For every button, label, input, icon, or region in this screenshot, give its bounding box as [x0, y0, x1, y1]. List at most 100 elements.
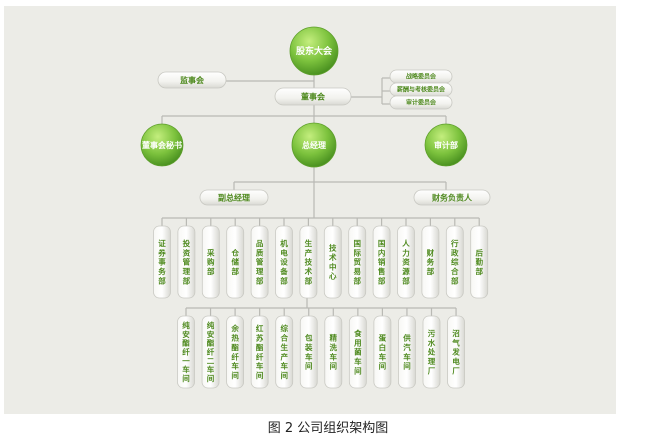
- label-char: 政: [451, 247, 459, 257]
- workshop-box: 精洗车间: [324, 315, 343, 389]
- node-board-of-directors-label: 董事会: [301, 91, 325, 101]
- workshop-box: 综合生产车间: [275, 315, 294, 389]
- workshop-box: 蛋白车间: [373, 315, 392, 389]
- label-char: 纯: [182, 320, 190, 330]
- label-char: 际: [353, 248, 361, 257]
- label-char: 厂: [452, 366, 460, 375]
- label-char: 资: [183, 247, 191, 257]
- label-char: 车: [182, 364, 190, 374]
- department-box: 行政综合部: [445, 225, 464, 299]
- label-char: 生: [305, 238, 313, 248]
- label-char: 间: [231, 370, 239, 380]
- label-char: 券: [157, 247, 166, 257]
- label-char: 污: [428, 328, 436, 338]
- workshop-box-label: 蛋白车间: [379, 334, 387, 371]
- label-char: 事: [158, 257, 166, 267]
- workshop-box: 供汽车间: [398, 315, 416, 389]
- department-box-shape: [421, 225, 440, 299]
- department-box-shape: [372, 225, 391, 299]
- label-char: 装: [304, 342, 313, 352]
- department-box-shape: [348, 225, 367, 299]
- workshop-box: 污水处理厂: [422, 315, 441, 389]
- label-char: 内: [378, 247, 386, 257]
- label-char: 贸: [353, 257, 361, 267]
- workshop-box-shape: [398, 315, 416, 389]
- node-supervisory-board: 监事会: [157, 71, 227, 89]
- label-char: 白: [379, 342, 387, 352]
- node-committee-label: 审计委员会: [406, 99, 437, 107]
- label-char: 间: [305, 361, 313, 371]
- workshop-box-shape: [226, 315, 245, 389]
- department-box-shape: [397, 225, 415, 299]
- department-box-label: 品质管理部: [256, 239, 264, 286]
- department-box-label: 财务部: [426, 247, 435, 276]
- label-char: 处: [427, 347, 436, 357]
- label-char: 合: [451, 266, 459, 276]
- node-supervisory-board-shape: [157, 71, 227, 89]
- node-audit-department-shape: [424, 123, 468, 167]
- department-box: 证券事务部: [153, 225, 171, 299]
- label-char: 品: [256, 239, 264, 248]
- department-box-label: 后勤部: [475, 247, 483, 276]
- label-char: 车: [354, 356, 362, 366]
- workshop-box: 红苏酯纤车间: [250, 315, 269, 389]
- workshop-box-shape: [373, 315, 392, 389]
- label-char: 红: [256, 323, 264, 333]
- org-nodes: 股东大会监事会董事会战略委员会薪酬与考核委员会审计委员会董事会秘书总经理审计部副…: [140, 26, 491, 389]
- workshop-box-label: 红苏酯纤车间: [256, 323, 264, 380]
- department-box: 财务部: [421, 225, 440, 299]
- node-committee: 审计委员会: [389, 95, 453, 110]
- label-char: 产: [305, 247, 313, 257]
- department-box-shape: [177, 225, 196, 299]
- department-box: 仓储部: [226, 225, 245, 299]
- label-char: 部: [451, 275, 459, 285]
- label-char: 部: [378, 275, 386, 285]
- label-char: 部: [402, 275, 410, 285]
- label-char: 务: [158, 266, 166, 276]
- workshop-box-label: 沼气发电厂: [451, 328, 460, 376]
- department-box: 生产技术部: [299, 225, 318, 299]
- node-board-of-directors: 董事会: [274, 87, 352, 106]
- label-char: 部: [158, 275, 166, 285]
- label-char: 技: [305, 257, 313, 267]
- department-box-label: 生产技术部: [305, 238, 313, 286]
- label-char: 间: [330, 361, 338, 371]
- label-char: 购: [207, 257, 215, 267]
- label-char: 售: [378, 266, 386, 276]
- label-char: 理: [428, 357, 436, 366]
- node-deputy-general-manager-shape: [199, 189, 269, 206]
- label-char: 苏: [256, 333, 264, 343]
- label-char: 酯: [231, 342, 239, 352]
- workshop-box: 食用菌车间: [348, 315, 367, 389]
- label-char: 部: [280, 275, 288, 285]
- label-char: 水: [428, 337, 436, 347]
- label-char: 仓: [230, 247, 239, 257]
- node-shareholders-meeting: 股东大会: [289, 26, 339, 76]
- label-char: 勤: [475, 257, 483, 267]
- label-char: 管: [256, 257, 264, 267]
- label-char: 间: [256, 370, 264, 380]
- label-char: 车: [403, 351, 411, 361]
- label-char: 酯: [256, 342, 264, 352]
- department-box-shape: [470, 225, 489, 299]
- label-char: 部: [231, 266, 239, 276]
- label-char: 车: [305, 351, 313, 361]
- label-char: 汽: [403, 342, 411, 352]
- label-char: 证: [158, 238, 166, 248]
- department-box-label: 证券事务部: [157, 238, 166, 286]
- label-char: 纤: [256, 351, 264, 361]
- department-box: 国内销售部: [372, 225, 391, 299]
- label-char: 部: [183, 275, 191, 285]
- department-box-label: 国际贸易部: [353, 238, 361, 286]
- label-char: 间: [182, 373, 190, 383]
- label-char: 行: [450, 238, 459, 248]
- label-char: 食: [354, 328, 362, 338]
- department-box-label: 仓储部: [230, 247, 239, 276]
- label-char: 一: [182, 356, 190, 365]
- label-char: 生: [280, 342, 288, 352]
- label-char: 间: [403, 361, 411, 371]
- node-deputy-general-manager-label: 副总经理: [218, 192, 250, 202]
- label-char: 用: [354, 338, 362, 347]
- node-deputy-general-manager: 副总经理: [199, 189, 269, 206]
- label-char: 术: [305, 266, 313, 276]
